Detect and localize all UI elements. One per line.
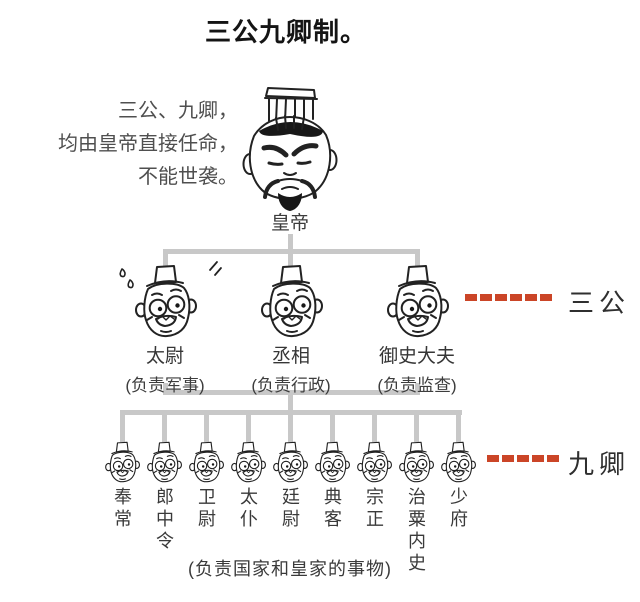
sangong-legend-label: 三公 (568, 288, 631, 318)
official-name: 御史大夫 (378, 346, 455, 367)
jiuqing-legend-label: 九卿 (568, 449, 631, 479)
official-duty: (负责军事) (125, 376, 205, 395)
note-text: 三公、九卿， 均由皇帝直接任命， 不能世袭。 (0, 95, 238, 194)
minister-label-zongzheng: 宗正 (364, 487, 384, 531)
connector-stub-minister-8 (414, 410, 419, 442)
bracket-center-drop (288, 390, 293, 413)
connector-stub-minister-6 (330, 410, 335, 442)
minister-label-dianke: 典客 (322, 487, 342, 531)
minister-label-zhisuneishi: 治粟内史 (406, 487, 426, 575)
minister-label-weiwei: 卫尉 (196, 487, 216, 531)
minister-figure-icon (146, 440, 182, 484)
minister-figure-icon (104, 440, 140, 484)
minister-figure-icon (272, 440, 308, 484)
minister-figure-icon (398, 440, 434, 484)
official-yushidafu-figure-icon (385, 262, 449, 340)
official-name: 太尉 (145, 346, 184, 367)
minister-figure-icon (440, 440, 476, 484)
official-chengxiang-figure-icon (259, 262, 323, 340)
connector-emperor-vertical (288, 234, 293, 253)
minister-label-taipu: 太仆 (238, 487, 258, 531)
minister-label-langzhongling: 郎中令 (154, 487, 174, 553)
jiuqing-duty-label: (负责国家和皇家的事物) (188, 559, 392, 579)
note-line-2: 均由皇帝直接任命， (58, 133, 238, 155)
connector-stub-yushidafu (415, 249, 420, 267)
minister-label-tingwei: 廷尉 (280, 487, 300, 531)
bracket-stub-right (415, 383, 420, 395)
connector-stub-minister-2 (162, 410, 167, 442)
minister-figure-icon (188, 440, 224, 484)
connector-stub-minister-4 (246, 410, 251, 442)
connector-stub-minister-5 (288, 410, 293, 442)
minister-figure-icon (230, 440, 266, 484)
minister-label-fengchang: 奉常 (112, 487, 132, 531)
emphasis-marks-icon (209, 261, 222, 276)
connector-stub-taiwei (163, 249, 168, 267)
connector-stub-minister-9 (456, 410, 461, 442)
connector-stub-minister-3 (204, 410, 209, 442)
taiwei-label-block: 太尉 (负责军事) (90, 341, 240, 396)
note-line-1: 三公、九卿， (118, 100, 238, 122)
bracket-stub-left (163, 383, 168, 395)
note-line-3: 不能世袭。 (138, 166, 238, 188)
connector-stub-chengxiang (288, 249, 293, 267)
minister-label-shaofu: 少府 (448, 487, 468, 531)
connector-stub-minister-1 (120, 410, 125, 442)
emperor-figure-icon (242, 87, 338, 211)
connector-stub-minister-7 (372, 410, 377, 442)
official-taiwei-figure-icon (133, 262, 197, 340)
sweat-drops-icon (119, 268, 134, 289)
page-title: 三公九卿制。 (204, 17, 367, 47)
chengxiang-label-block: 丞相 (负责行政) (216, 341, 366, 396)
yushidafu-label-block: 御史大夫 (负责监查) (342, 341, 492, 396)
emperor-label: 皇帝 (270, 213, 309, 234)
minister-figure-icon (314, 440, 350, 484)
official-name: 丞相 (271, 346, 310, 367)
minister-figure-icon (356, 440, 392, 484)
official-duty: (负责监查) (377, 376, 457, 395)
official-duty: (负责行政) (251, 376, 331, 395)
sangong-dash-line (465, 294, 553, 301)
jiuqing-dash-line (487, 455, 562, 462)
